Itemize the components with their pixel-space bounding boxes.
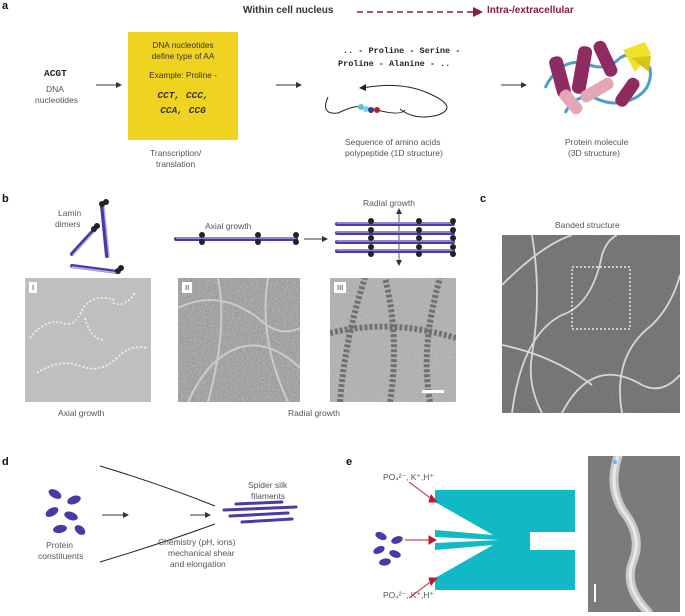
protein-constituents-2: constituents (38, 551, 84, 561)
arrow-a3 (501, 82, 527, 88)
micrograph-label-ii: II (182, 282, 193, 293)
seq-caption-1: Sequence of amino acids (345, 137, 441, 147)
banded-structure-title: Banded structure (555, 220, 620, 230)
acgt-label: ACGT (44, 68, 67, 79)
panel-label-b: b (2, 193, 9, 205)
lamin-label-2: dimers (55, 219, 81, 229)
header-within-nucleus: Within cell nucleus (243, 5, 334, 16)
radial-growth-top-label: Radial growth (363, 198, 415, 208)
arrow-b (304, 236, 328, 242)
dna-label-2: nucleotides (35, 95, 79, 105)
spider-silk-label-1: Spider silk (248, 480, 288, 490)
micrograph-radial-iii: III (330, 278, 456, 402)
panel-label-c: c (480, 193, 487, 205)
conditions-1: Chemistry (pH, ions) (158, 537, 236, 547)
arrow-a2 (276, 82, 302, 88)
axial-growth-filament (174, 232, 299, 245)
dna-label-1: DNA (46, 84, 64, 94)
protein-3d-structure (543, 40, 652, 115)
axial-growth-top-label: Axial growth (205, 221, 252, 231)
ion-label-top: PO₄²⁻, K⁺,H⁺ (383, 472, 434, 482)
amino-acid-line-2: Proline - Alanine - .. (338, 59, 451, 69)
amino-acid-line-1: .. - Proline - Serine - (343, 46, 461, 56)
protein-constituents-cluster (45, 489, 86, 535)
fiber-micrograph (588, 456, 680, 612)
micrograph-banded (502, 235, 680, 413)
panel-label-a: a (2, 0, 9, 12)
box-line-3: Example: Proline - (149, 70, 217, 80)
codon-box (128, 32, 238, 140)
header-intra-extracellular: Intra-/extracellular (487, 5, 574, 16)
arrow-a1 (96, 82, 122, 88)
codons-line-1: CCT, CCC, (157, 90, 209, 101)
seq-caption-2: polypeptide (1D structure) (345, 148, 443, 158)
conditions-2: mechanical shear (168, 548, 235, 558)
radial-growth-bottom-label: Radial growth (288, 408, 340, 418)
panel-label-d: d (2, 456, 9, 468)
micrograph-axial: I (25, 278, 151, 402)
micrograph-label-iii: III (334, 282, 347, 293)
radial-growth-bundle (335, 208, 456, 266)
box-line-2: define type of AA (151, 51, 215, 61)
panel-label-e: e (346, 456, 353, 468)
protein-caption-1: Protein molecule (565, 137, 629, 147)
converging-channel (99, 465, 216, 563)
microfluidic-channel (405, 481, 575, 599)
polypeptide-chain (325, 84, 448, 118)
micrograph-label-i: I (29, 282, 38, 293)
spider-silk-label-2: filaments (251, 491, 286, 501)
lamin-label-1: Lamin (58, 208, 82, 218)
box-line-1: DNA nucleotides (152, 40, 214, 50)
axial-growth-bottom-label: Axial growth (58, 408, 105, 418)
lamin-dimers (70, 199, 124, 274)
silk-filaments (222, 500, 298, 524)
dashed-arrow (357, 7, 483, 17)
codons-line-2: CCA, CCG (160, 105, 206, 116)
protein-cluster-e (373, 531, 403, 566)
protein-constituents-1: Protein (46, 540, 73, 550)
micrograph-radial-ii: II (178, 278, 300, 402)
box-caption-2: translation (156, 159, 196, 169)
conditions-3: and elongation (170, 559, 226, 569)
protein-caption-2: (3D structure) (568, 148, 620, 158)
box-caption-1: Transcription/ (150, 148, 202, 158)
ion-label-bottom: PO₄²⁻, K⁺,H⁺ (383, 590, 434, 600)
